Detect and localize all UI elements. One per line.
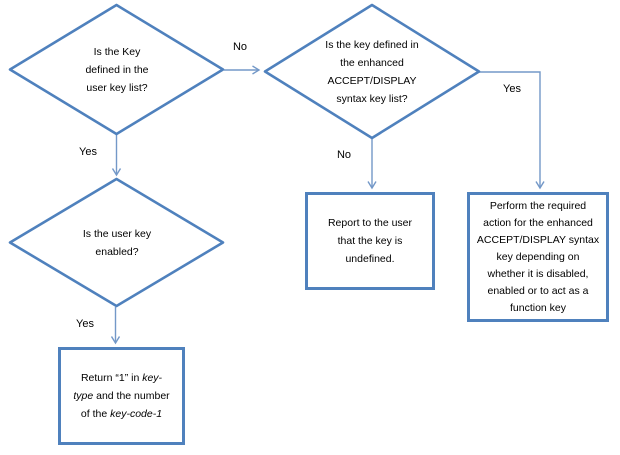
decision-line: defined in the <box>85 64 149 76</box>
text-segment-italic: type <box>73 390 94 402</box>
text-segment-italic: key-code-1 <box>110 408 163 420</box>
decision-line: the enhanced <box>340 57 404 69</box>
decision-user-key-list-text: Is the Key defined in the user key list? <box>42 43 192 97</box>
edge-label-yes-to-perform: Yes <box>503 83 521 95</box>
process-line: ACCEPT/DISPLAY syntax <box>476 233 600 246</box>
decision-line: Is the user key <box>82 228 152 240</box>
edge-label-yes-to-return: Yes <box>76 318 94 330</box>
process-line: whether it is disabled, <box>487 267 589 280</box>
decision-user-key-list-shape <box>8 3 225 136</box>
process-line: key depending on <box>496 250 580 263</box>
decision-enhanced-syntax-list-shape <box>263 3 481 140</box>
text-segment: Return “1” in <box>80 372 143 384</box>
text-segment: and the number <box>93 390 170 402</box>
decision-line: syntax key list? <box>336 93 408 105</box>
decision-user-key-enabled-shape <box>8 177 225 308</box>
text-segment-italic: key- <box>142 372 163 384</box>
edge-label-no-to-report: No <box>336 149 352 161</box>
process-line: of the key-code-1 <box>81 405 162 423</box>
decision-line: user key list? <box>86 82 148 94</box>
process-line: type and the number <box>73 387 169 405</box>
process-line: undefined. <box>345 253 395 265</box>
process-line: Perform the required <box>489 199 587 212</box>
decision-line: Is the Key <box>93 46 141 58</box>
connector-yes-to-perform <box>479 71 545 190</box>
process-line: function key <box>509 301 567 314</box>
edge-label-no-to-enhanced: No <box>232 41 248 53</box>
edge-label-yes-to-enabled: Yes <box>79 146 97 158</box>
process-line: Report to the user <box>327 217 413 229</box>
process-return-key-type: Return “1” in key- type and the number o… <box>58 347 185 445</box>
process-perform-action: Perform the required action for the enha… <box>467 192 609 322</box>
process-report-undefined: Report to the user that the key is undef… <box>305 192 435 290</box>
text-segment: of the <box>80 408 111 420</box>
process-line: action for the enhanced <box>483 216 593 229</box>
process-line: Return “1” in key- <box>81 369 162 387</box>
process-line: that the key is <box>337 235 403 247</box>
decision-line: Is the key defined in <box>325 39 419 51</box>
decision-enhanced-syntax-list-text: Is the key defined in the enhanced ACCEP… <box>297 36 447 108</box>
decision-line: ACCEPT/DISPLAY <box>327 75 417 87</box>
decision-user-key-enabled-text: Is the user key enabled? <box>42 225 192 261</box>
process-line: enabled or to act as a <box>487 284 589 297</box>
decision-line: enabled? <box>95 246 139 258</box>
